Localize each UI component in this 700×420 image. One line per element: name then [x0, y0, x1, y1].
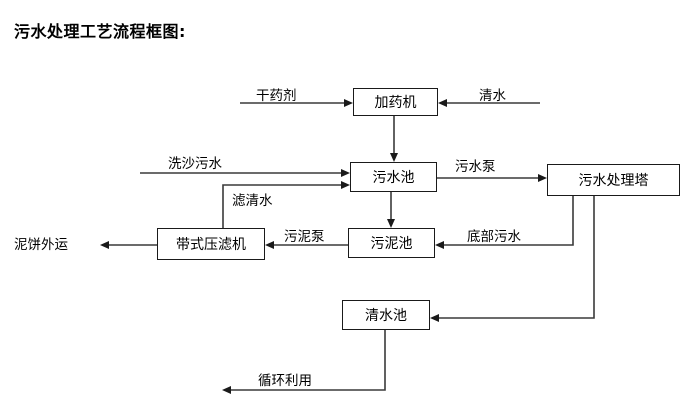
node-clear-water-pool-label: 清水池	[365, 308, 407, 324]
edge-label-recycle-use: 循环利用	[258, 373, 312, 389]
edge-recycle-arrow	[222, 386, 231, 394]
edge-dry-agent-arrow	[344, 99, 353, 107]
edge-clean-water-arrow	[438, 99, 447, 107]
edge-sewage-down-arrow	[387, 219, 395, 228]
node-treatment-tower[interactable]: 污水处理塔	[547, 164, 680, 196]
edge-tower-clear-line	[435, 196, 595, 319]
edge-sewage-pump-arrow	[538, 174, 547, 182]
edge-label-sewage-pump: 污水泵	[455, 159, 496, 175]
node-sewage-pool[interactable]: 污水池	[350, 162, 437, 192]
node-sludge-pool-label: 污泥池	[370, 236, 413, 252]
edge-bottom-water-arrow	[435, 241, 444, 249]
edge-bottom-water-line	[440, 196, 574, 246]
edge-label-cake-transport: 泥饼外运	[14, 237, 68, 253]
edge-label-sludge-pump: 污泥泵	[284, 229, 325, 245]
node-belt-filter-press-label: 带式压滤机	[176, 237, 246, 253]
node-treatment-tower-label: 污水处理塔	[578, 173, 649, 189]
edge-dosing-out-arrow	[390, 153, 398, 162]
edge-filtrate-line	[222, 184, 345, 228]
edge-tower-clear-arrow	[430, 314, 439, 322]
node-sludge-pool[interactable]: 污泥池	[348, 228, 435, 258]
page-title: 污水处理工艺流程框图:	[14, 22, 186, 41]
edge-cake-out-arrow	[100, 241, 109, 249]
edge-recycle-line	[227, 330, 386, 391]
node-belt-filter-press[interactable]: 带式压滤机	[157, 228, 265, 260]
edge-label-filtrate-water: 滤清水	[232, 193, 273, 209]
edge-label-clean-water: 清水	[479, 88, 506, 104]
edge-sludge-pump-arrow	[265, 241, 274, 249]
node-sewage-pool-label: 污水池	[372, 170, 415, 186]
node-dosing-machine[interactable]: 加药机	[353, 88, 438, 116]
node-dosing-machine-label: 加药机	[374, 95, 417, 111]
edge-sand-sewage-arrow	[341, 169, 350, 177]
edge-label-dry-agent: 干药剂	[256, 88, 297, 104]
node-clear-water-pool[interactable]: 清水池	[342, 300, 430, 330]
edge-filtrate-arrow	[341, 181, 350, 189]
edge-label-bottom-sewage: 底部污水	[467, 229, 521, 245]
edge-label-sand-washing-sewage: 洗沙污水	[168, 156, 222, 172]
